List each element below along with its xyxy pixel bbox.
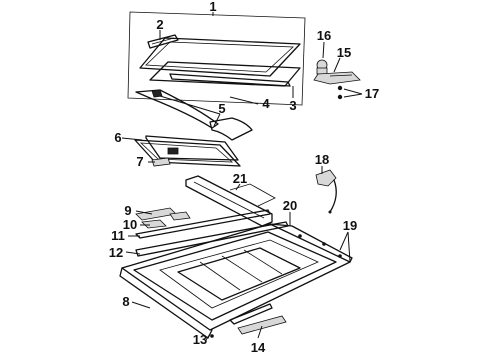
callout-14: 14 [251,340,266,355]
guide-rails [135,89,253,141]
callout-20: 20 [283,198,297,213]
housing-outer [121,223,351,331]
callout-3: 3 [289,98,296,113]
rear-trim-strip [229,303,273,325]
callout-9: 9 [124,203,131,218]
front-header [185,175,276,227]
callout-15: 15 [337,45,351,60]
rear-trim [210,303,287,338]
front-header-rail [185,175,273,227]
callout-12: 12 [109,245,123,260]
group-bracket-box [127,11,306,106]
callout-4: 4 [262,96,270,111]
lift-handle [315,169,337,214]
housing-inner [133,231,337,321]
drive-motor [313,71,361,85]
motor-assembly [313,59,361,100]
leader-lines [121,12,363,341]
callout-21: 21 [233,171,247,186]
side-rails [135,207,289,257]
callout-6: 6 [114,130,121,145]
callout-16: 16 [317,28,331,43]
weatherstrip [169,73,291,87]
guide-rail-right [209,117,253,141]
callout-5: 5 [218,101,225,116]
bracket-10 [141,219,167,229]
trim-piece-14 [237,315,287,335]
wind-deflector [147,34,179,49]
callout-labels: 1 2 3 4 5 6 7 8 9 10 11 12 13 14 15 16 1… [109,0,379,355]
callout-17: 17 [365,86,379,101]
callout-19: 19 [343,218,357,233]
callout-13: 13 [193,332,207,347]
sunroof-glass-panel [139,37,301,77]
sunshade-frame [145,135,239,161]
roof-opening [177,247,301,301]
callout-2: 2 [156,17,163,32]
callout-7: 7 [136,154,143,169]
callout-8: 8 [122,294,129,309]
callout-11: 11 [111,228,125,243]
clip [151,157,171,167]
screw [337,94,343,100]
callout-1: 1 [209,0,216,14]
callout-10: 10 [123,217,137,232]
sunroof-housing [119,223,353,339]
guide-rail-left [135,89,219,129]
sunshade [134,135,241,167]
side-rail-11 [135,209,271,239]
screw [337,85,343,91]
glass-assembly-group [127,11,306,106]
callout-18: 18 [315,152,329,167]
